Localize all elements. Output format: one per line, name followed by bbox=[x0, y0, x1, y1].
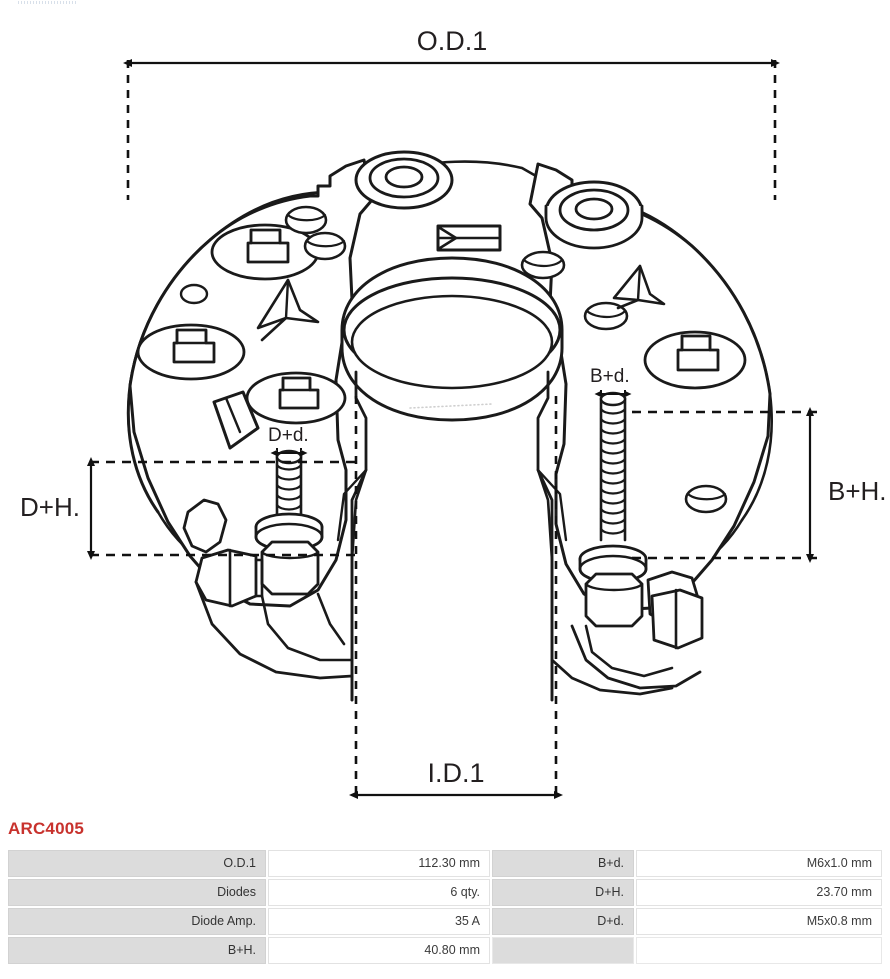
diode-mount bbox=[245, 371, 347, 425]
spec-label-empty bbox=[492, 936, 634, 964]
dimension-label-dd: D+d. bbox=[268, 425, 309, 446]
dimension-label-bh: B+H. bbox=[828, 476, 887, 506]
spec-label: D+H. bbox=[492, 878, 634, 906]
hub-ribs bbox=[336, 468, 568, 542]
spec-value: M5x0.8 mm bbox=[636, 907, 882, 935]
spec-label: D+d. bbox=[492, 907, 634, 935]
direction-arrow-marker bbox=[612, 264, 666, 310]
spec-value-empty bbox=[636, 936, 882, 964]
rectifier-drawing-svg: O.D.1 I.D.1 D+H. B+H. bbox=[20, 26, 887, 800]
spec-value: 6 qty. bbox=[268, 878, 490, 906]
dimension-dh: D+H. bbox=[20, 457, 362, 560]
spec-value: 40.80 mm bbox=[268, 936, 490, 964]
vent-hole bbox=[520, 250, 566, 280]
diode-mount bbox=[643, 330, 747, 390]
table-row: B+H. 40.80 mm bbox=[8, 936, 882, 964]
spec-value: M6x1.0 mm bbox=[636, 849, 882, 877]
rectangular-slot bbox=[436, 224, 502, 252]
center-hub-collar bbox=[340, 256, 564, 702]
terminal-boss bbox=[544, 180, 644, 250]
vent-hole bbox=[583, 301, 629, 331]
specification-table: O.D.1 112.30 mm B+d. M6x1.0 mm Diodes 6 … bbox=[6, 848, 884, 966]
top-edge-artifact bbox=[18, 1, 78, 4]
specification-block: ARC4005 O.D.1 112.30 mm B+d. M6x1.0 mm D… bbox=[0, 812, 890, 966]
dimension-label-bd: B+d. bbox=[590, 366, 630, 387]
table-row: Diode Amp. 35 A D+d. M5x0.8 mm bbox=[8, 907, 882, 935]
dimension-id1: I.D.1 bbox=[349, 396, 563, 800]
spec-label: B+d. bbox=[492, 849, 634, 877]
diode-mount bbox=[136, 323, 246, 381]
right-terminal-stud bbox=[578, 391, 648, 628]
dimension-bd: B+d. bbox=[590, 366, 632, 404]
dimension-label-od1: O.D.1 bbox=[417, 26, 488, 56]
spec-value: 35 A bbox=[268, 907, 490, 935]
table-row: Diodes 6 qty. D+H. 23.70 mm bbox=[8, 878, 882, 906]
dimension-dd: D+d. bbox=[268, 425, 309, 462]
vent-hole-small bbox=[179, 283, 209, 305]
spec-label: B+H. bbox=[8, 936, 266, 964]
table-row: O.D.1 112.30 mm B+d. M6x1.0 mm bbox=[8, 849, 882, 877]
part-number-title: ARC4005 bbox=[8, 819, 85, 838]
mounting-leg-right bbox=[550, 570, 704, 696]
dimension-label-id1: I.D.1 bbox=[427, 758, 484, 788]
mounting-leg-left bbox=[182, 498, 354, 680]
vent-hole bbox=[284, 205, 328, 235]
vent-hole bbox=[684, 484, 728, 514]
direction-arrow-marker bbox=[256, 278, 320, 342]
diode-mount bbox=[210, 223, 320, 281]
dimension-od1: O.D.1 bbox=[123, 26, 780, 200]
terminal-boss bbox=[354, 150, 454, 210]
spec-label: O.D.1 bbox=[8, 849, 266, 877]
hub-lower-skirt bbox=[350, 468, 554, 702]
angled-slot bbox=[212, 390, 260, 450]
spec-table-body: O.D.1 112.30 mm B+d. M6x1.0 mm Diodes 6 … bbox=[8, 849, 882, 964]
dimension-bh: B+H. bbox=[632, 407, 887, 563]
vent-hole bbox=[303, 231, 347, 261]
spec-label: Diodes bbox=[8, 878, 266, 906]
dimension-label-dh: D+H. bbox=[20, 492, 80, 522]
technical-drawing: O.D.1 I.D.1 D+H. B+H. bbox=[20, 26, 887, 800]
spec-value: 112.30 mm bbox=[268, 849, 490, 877]
spec-value: 23.70 mm bbox=[636, 878, 882, 906]
spec-label: Diode Amp. bbox=[8, 907, 266, 935]
